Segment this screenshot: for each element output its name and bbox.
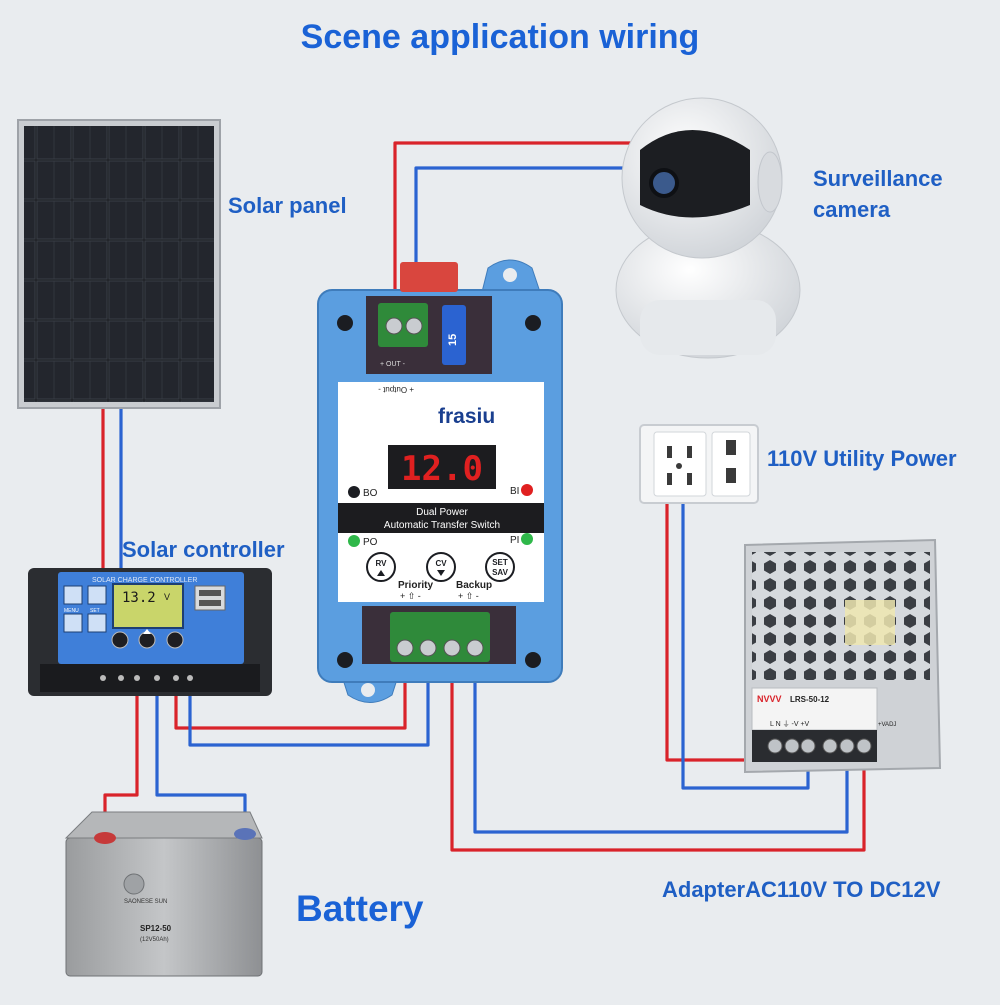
backup-label: Backup bbox=[456, 580, 492, 591]
controller-set-label: SET bbox=[90, 608, 100, 614]
display-reading: 12.0 bbox=[401, 449, 483, 489]
battery-model: SP12-50 bbox=[140, 924, 172, 933]
label-adapter: AdapterAC110V TO DC12V bbox=[662, 877, 941, 902]
adapter-adj-label: +VADJ bbox=[878, 722, 896, 728]
label-surveillance-camera: Surveillance camera bbox=[813, 163, 943, 225]
wire-backup-positive bbox=[450, 668, 866, 852]
solar-controller: SOLAR CHARGE CONTROLLER MENU SET 13.2 V bbox=[28, 568, 272, 696]
set-sav-button[interactable]: SET SAV bbox=[485, 552, 515, 582]
adapter-brand: NVVV bbox=[757, 694, 782, 704]
model-line-1: Dual Power bbox=[416, 507, 468, 518]
adapter-terminals bbox=[767, 738, 872, 754]
wire-priority-negative bbox=[188, 668, 430, 747]
battery-brand: SAONESE SUN bbox=[124, 899, 167, 905]
cv-button[interactable]: CV bbox=[426, 552, 456, 582]
battery-spec: (12V50Ah) bbox=[140, 937, 169, 943]
wire-battery-negative bbox=[155, 692, 247, 832]
model-line-2: Automatic Transfer Switch bbox=[384, 520, 500, 531]
priority-label: Priority bbox=[398, 580, 433, 591]
wire-output-negative bbox=[414, 166, 640, 308]
surveillance-camera bbox=[615, 97, 801, 359]
wires bbox=[101, 141, 866, 852]
led-bi-label: BI bbox=[510, 486, 519, 497]
utility-outlet bbox=[639, 424, 759, 504]
led-pi-label: PI bbox=[510, 535, 519, 546]
wire-output-positive bbox=[393, 141, 640, 308]
priority-polarity: + ⇧ - bbox=[400, 591, 421, 601]
label-battery: Battery bbox=[296, 888, 424, 929]
adapter-model: LRS-50-12 bbox=[790, 695, 830, 704]
output-label: + Output - bbox=[378, 385, 414, 394]
label-solar-panel: Solar panel bbox=[228, 193, 347, 218]
rv-button[interactable]: RV bbox=[366, 552, 396, 582]
label-solar-controller: Solar controller bbox=[122, 537, 285, 562]
rv-button-label: RV bbox=[376, 559, 388, 568]
label-utility-power: 110V Utility Power bbox=[767, 446, 957, 471]
label-camera-line-1: Surveillance bbox=[813, 166, 943, 191]
terminal-out-label: + OUT - bbox=[380, 361, 406, 368]
adapter-terminal-labels: L N ⏚ -V +V bbox=[770, 720, 810, 728]
transfer-switch: 15 + OUT - + Output - frasiu 12.0 BO BI … bbox=[317, 259, 563, 703]
controller-header: SOLAR CHARGE CONTROLLER bbox=[92, 577, 197, 584]
wire-priority-positive bbox=[174, 668, 407, 730]
sav-button-label: SAV bbox=[492, 568, 509, 577]
battery: SAONESE SUN SP12-50 (12V50Ah) bbox=[64, 811, 263, 977]
solar-panel bbox=[17, 119, 221, 409]
cv-button-label: CV bbox=[435, 559, 447, 568]
backup-polarity: + ⇧ - bbox=[458, 591, 479, 601]
power-adapter: NVVV LRS-50-12 L N ⏚ -V +V +VADJ bbox=[744, 538, 942, 774]
wire-utility-neutral bbox=[681, 500, 810, 790]
page-title: Scene application wiring bbox=[300, 18, 700, 56]
label-camera-line-2: camera bbox=[813, 197, 891, 222]
fuse-rating: 15 bbox=[447, 334, 459, 346]
controller-lcd-value: 13.2 bbox=[122, 590, 156, 606]
controller-lcd-unit: V bbox=[164, 592, 170, 602]
set-button-label: SET bbox=[492, 558, 508, 567]
led-po-label: PO bbox=[363, 537, 378, 548]
wire-backup-negative bbox=[473, 668, 849, 834]
led-bo-label: BO bbox=[363, 488, 378, 499]
controller-menu-label: MENU bbox=[64, 608, 79, 614]
brand-logo: frasiu bbox=[438, 405, 495, 428]
